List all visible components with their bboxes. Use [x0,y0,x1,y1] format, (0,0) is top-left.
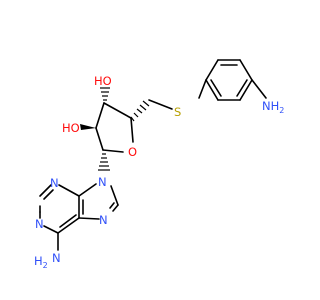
nh2-bottom-n-label: N [52,251,61,265]
n7-label: N [99,213,108,227]
nh2-label-bottom: H2 [34,254,48,270]
ho-upper-label: HO [94,74,112,88]
aniline-ring [205,59,253,101]
nh2-label-top: NH2 [262,99,284,115]
sulfur-label: S [174,105,181,119]
c4-ch2-hash-bond [130,100,150,122]
ribose-ring [95,102,134,153]
molecule-structure: NH2 S HO HO O N N N N N H2 [34,59,284,270]
c3-oh-hash-bond [100,87,110,101]
ho-lower-label: HO [62,121,80,135]
c1-n9-hash-bond [98,153,110,171]
sulfur-ch2-bond [148,99,173,110]
n9-label: N [98,175,107,189]
ring-oxygen-label: O [128,145,137,159]
c2-oh-wedge-bond [80,124,96,130]
aryl-sulfur-bond [198,79,207,99]
n1-label: N [35,217,44,231]
n3-label: N [50,176,59,190]
adenine-purine [39,183,119,251]
atom-labels: NH2 S HO HO O N N N N N H2 [34,74,284,270]
aniline-nh2-bond [251,79,267,99]
